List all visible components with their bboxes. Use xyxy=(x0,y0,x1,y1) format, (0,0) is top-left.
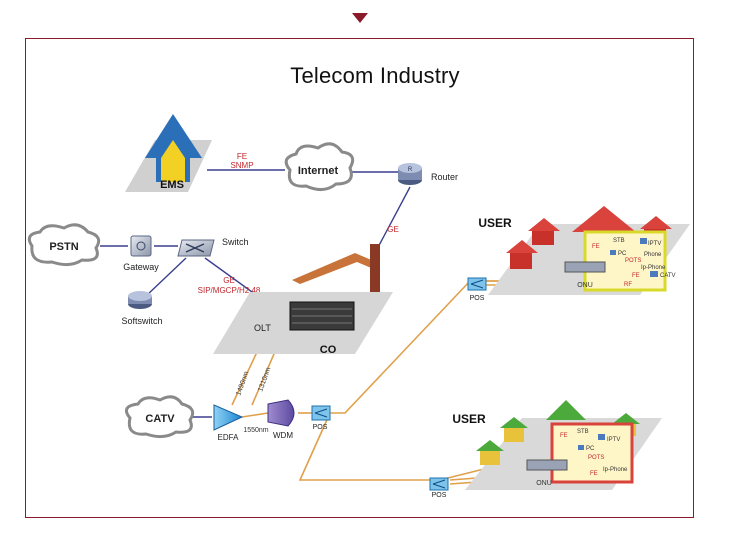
olt-label: OLT xyxy=(254,323,271,333)
pc-label-user1: PC xyxy=(618,251,627,257)
user-group-1: USER ONU FE STB IPTV PC POTS Phone Ip-Ph… xyxy=(478,206,690,295)
edfa-icon xyxy=(213,404,244,431)
router-icon xyxy=(398,163,422,173)
tv-icon xyxy=(640,238,647,244)
gateway-node: Gateway xyxy=(123,235,159,272)
rf-label-user1: RF xyxy=(624,282,632,288)
pots-label-user1: POTS xyxy=(625,258,641,264)
pos-splitter-user1: POS xyxy=(467,277,487,302)
pots-label-user2: POTS xyxy=(588,455,604,461)
onu-label-user2: ONU xyxy=(536,480,552,487)
iptv-label-user2: IPTV xyxy=(607,437,620,443)
pos-icon xyxy=(429,477,449,491)
house-icon xyxy=(476,440,504,465)
pc-icon xyxy=(578,445,584,450)
user2-home-box xyxy=(550,422,634,484)
onu-icon xyxy=(526,459,568,471)
co-node: OLT CO xyxy=(213,244,393,356)
wavelength-1550-label: 1550nm xyxy=(243,427,268,434)
wavelength-1310-label: 1310nm xyxy=(257,366,272,392)
diagram-frame xyxy=(25,38,694,518)
house-icon xyxy=(572,206,636,232)
ipphone-label-user1: Ip-Phone xyxy=(641,265,666,271)
tv-icon xyxy=(650,271,658,277)
router-label: Router xyxy=(431,172,458,182)
softswitch-icon xyxy=(128,291,152,301)
pc-icon xyxy=(610,250,616,255)
pos-icon xyxy=(311,405,331,421)
fe-label-user1b: FE xyxy=(632,273,640,279)
fiber-pos-user2 xyxy=(298,412,501,481)
switch-node: Switch xyxy=(177,237,249,257)
router-olt-link xyxy=(374,186,411,254)
switch-label: Switch xyxy=(222,237,249,247)
internet-label: Internet xyxy=(298,165,339,177)
user-group-2: USER ONU FE STB IPTV PC POTS FE Ip-Phone xyxy=(452,400,662,490)
ipphone-label-user2: Ip-Phone xyxy=(603,467,628,473)
co-roof-icon xyxy=(292,253,376,284)
pos-splitter-co: POS xyxy=(311,405,331,431)
pos-icon xyxy=(467,277,487,291)
pos-splitter-user2: POS xyxy=(429,477,449,499)
onu-label-user1: ONU xyxy=(577,282,593,289)
protocol-label: SIP/MGCP/H2.48 xyxy=(198,286,261,295)
pstn-cloud: PSTN xyxy=(27,223,101,267)
chevron-down-icon xyxy=(352,13,368,23)
user2-label: USER xyxy=(452,412,486,426)
wdm-node: WDM xyxy=(267,399,295,440)
phone-label-user1: Phone xyxy=(644,252,662,258)
softswitch-label: Softswitch xyxy=(121,316,162,326)
stb-label-user1: STB xyxy=(613,238,625,244)
softswitch-node: Softswitch xyxy=(121,291,163,326)
fe-label-user2: FE xyxy=(560,433,568,439)
stb-label-user2: STB xyxy=(577,429,589,435)
house-icon xyxy=(500,417,528,442)
co-label: CO xyxy=(320,344,337,356)
wdm-icon xyxy=(267,399,295,427)
catv-label: CATV xyxy=(145,413,175,425)
internet-cloud: Internet xyxy=(284,142,355,191)
ge-label-switch: GE xyxy=(223,276,235,285)
wavelength-1490-label: 1490nm xyxy=(235,370,250,396)
gateway-icon xyxy=(130,235,152,257)
house-icon xyxy=(528,218,560,245)
page-title: Telecom Industry xyxy=(290,63,460,88)
house-icon xyxy=(546,400,586,420)
fe-label: FE xyxy=(237,152,247,161)
house-icon xyxy=(506,240,538,269)
pos-label-user2: POS xyxy=(432,492,447,499)
pc-label-user2: PC xyxy=(586,446,595,452)
co-chimney xyxy=(370,244,380,292)
router-node: R Router xyxy=(398,163,458,185)
catv-label-user1: CATV xyxy=(660,273,676,279)
ge-label-top: GE xyxy=(387,225,399,234)
snmp-label: SNMP xyxy=(230,161,253,170)
fe-label-user1: FE xyxy=(592,244,600,250)
pstn-label: PSTN xyxy=(49,241,78,253)
onu-icon xyxy=(564,261,606,273)
tv-icon xyxy=(598,434,605,440)
catv-cloud: CATV xyxy=(124,395,195,439)
edfa-label: EDFA xyxy=(218,433,240,442)
pos-label-co: POS xyxy=(313,424,328,431)
fiber-edfa-wdm xyxy=(241,412,269,418)
svg-text:R: R xyxy=(408,167,413,173)
wdm-label: WDM xyxy=(273,431,293,440)
user1-home-box xyxy=(583,230,667,292)
gateway-label: Gateway xyxy=(123,262,159,272)
edfa-node: EDFA xyxy=(213,404,244,442)
user1-label: USER xyxy=(478,216,512,230)
ems-label: EMS xyxy=(160,179,184,191)
iptv-label-user1: IPTV xyxy=(648,241,661,247)
ems-node: EMS xyxy=(125,114,212,192)
fe-label-user2b: FE xyxy=(590,471,598,477)
pos-label-user1: POS xyxy=(470,295,485,302)
softswitch-switch-link xyxy=(145,257,187,297)
